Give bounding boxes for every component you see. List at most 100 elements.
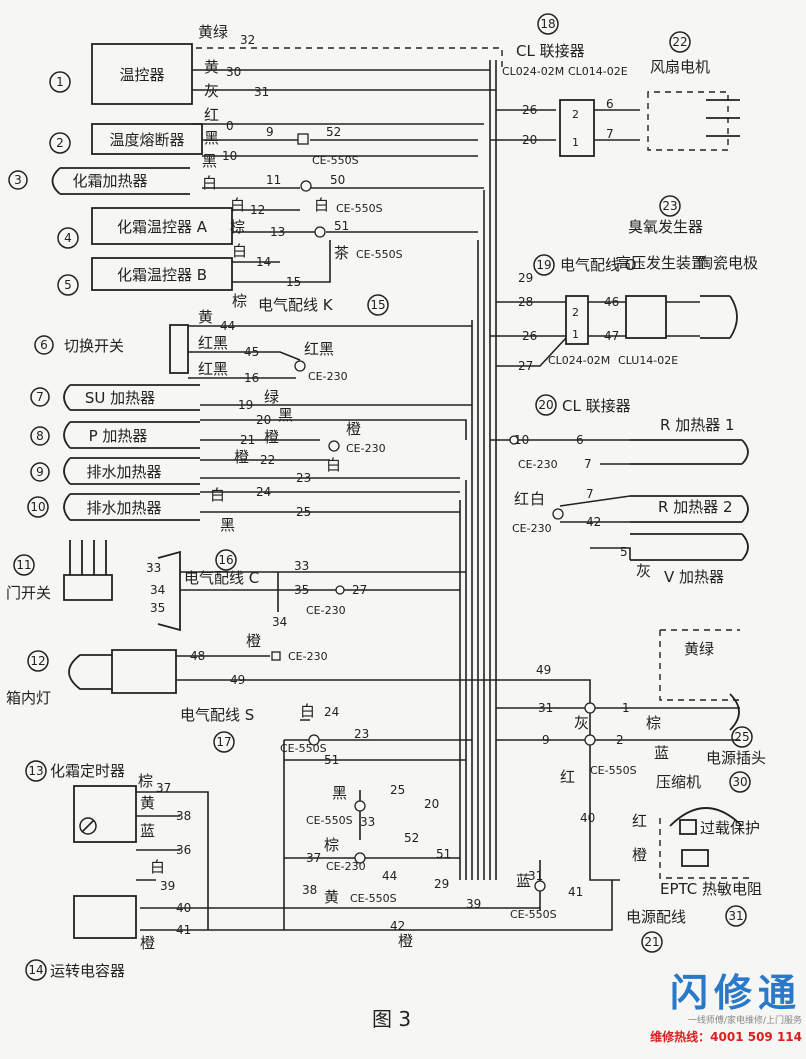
label-ce550s-black: CE-550S (306, 814, 353, 827)
marker-4-text: 4 (64, 231, 72, 245)
wire-no-31-b: 31 (528, 869, 543, 883)
marker-22-text: 22 (672, 35, 687, 49)
wire-no-38: 38 (176, 809, 191, 823)
marker-9-text: 9 (36, 465, 44, 479)
marker-19 (533, 254, 555, 276)
marker-16-text: 16 (218, 553, 233, 567)
drain-heater-1-shape (63, 457, 200, 485)
fan-motor-label: 风扇电机 (650, 58, 710, 76)
defrost-thermostat-a-box (91, 207, 233, 245)
wire-no-35: 35 (150, 601, 165, 615)
wire-no-44-s: 44 (382, 869, 397, 883)
wire-no-28: 28 (518, 295, 533, 309)
wire-no-11: 11 (266, 173, 281, 187)
wire-color-gray-v: 灰 (636, 562, 651, 580)
wire-color-brown-power: 棕 (646, 714, 661, 732)
wire-color-orange-splice: 橙 (346, 420, 361, 438)
wire-color-blue-power: 蓝 (654, 744, 669, 762)
interior-lamp-label: 箱内灯 (6, 689, 51, 707)
plug-ground-color: 黄绿 (684, 640, 714, 658)
wire-color-red-black-16: 红黑 (198, 360, 228, 378)
compressor-housing-dashed (659, 818, 750, 879)
wire-no-51-s: 51 (324, 753, 339, 767)
wire-color-white-14: 白 (232, 242, 247, 260)
ce230-splice-6 (552, 508, 564, 520)
ce230-splice-3 (335, 585, 345, 595)
marker-8-text: 8 (36, 429, 44, 443)
thermostat-wires (192, 69, 496, 157)
wire-no-20-s: 20 (424, 797, 439, 811)
timer-capacitor-wires (140, 719, 613, 931)
wire-no-41: 41 (176, 923, 191, 937)
marker-2 (49, 132, 71, 154)
label-ce550s-yellow: CE-550S (350, 892, 397, 905)
wire-color-gray-31: 灰 (204, 82, 219, 100)
wire-color-blue-36: 蓝 (140, 822, 155, 840)
wire-color-black-3: 黑 (202, 152, 217, 170)
wire-no-34: 34 (150, 583, 165, 597)
power-plug-label: 电源插头 (706, 749, 766, 767)
wire-no-52: 52 (326, 125, 341, 139)
wire-color-black-s: 黑 (332, 784, 347, 802)
fan-motor-wires (490, 109, 640, 141)
defrost-timer-label: 化霜定时器 (50, 762, 125, 780)
wire-no-6-top: 6 (606, 97, 614, 111)
thermal-fuse-box (91, 123, 203, 155)
fan-motor-outline (647, 91, 729, 151)
power-splice-blue (584, 734, 596, 746)
marker-14 (25, 959, 47, 981)
drain-heater-2-shape (63, 493, 200, 521)
wire-no-2-p: 2 (616, 733, 624, 747)
r-heater-wires (490, 439, 631, 560)
wire-color-tea: 茶 (334, 244, 349, 262)
thermal-fuse-label: 温度熔断器 (109, 131, 184, 149)
wire-color-gray-power: 灰 (574, 714, 589, 732)
defrost-timer-knob (79, 817, 97, 835)
wire-no-30: 30 (226, 65, 241, 79)
wire-no-52-s: 52 (404, 831, 419, 845)
wire-no-6-r: 6 (576, 433, 584, 447)
door-switch-wires (180, 571, 466, 612)
thermostat-label: 温控器 (119, 66, 164, 84)
wire-no-35-c: 35 (294, 583, 309, 597)
r-heater-1-label: R 加热器 1 (660, 416, 735, 434)
wire-color-black-9: 黑 (204, 129, 219, 147)
marker-30 (729, 771, 751, 793)
wire-no-41-s: 42 (390, 919, 405, 933)
wire-color-orange-21: 橙 (264, 428, 279, 446)
harness-o-pin1: 1 (572, 328, 579, 341)
wire-no-31-p: 31 (538, 701, 553, 715)
wire-no-39: 39 (160, 879, 175, 893)
marker-13-text: 13 (28, 764, 43, 778)
marker-31 (725, 905, 747, 927)
wire-no-36: 36 (176, 843, 191, 857)
marker-3 (8, 170, 28, 190)
defrost-timer-wires (136, 791, 209, 930)
wire-color-white-12: 白 (230, 196, 245, 214)
wire-no-10: 10 (222, 149, 237, 163)
overload-protector-box (679, 819, 697, 835)
ce230-splice-2 (328, 440, 340, 452)
wire-color-blue-split: 蓝 (516, 872, 531, 890)
label-ce230-4: CE-230 (288, 650, 328, 663)
harness-o-label: 电气配线 O (560, 256, 637, 274)
wire-color-brown-37: 棕 (138, 772, 153, 790)
marker-12-text: 12 (30, 654, 45, 668)
eptc-thermistor-label: EPTC 热敏电阻 (660, 880, 762, 898)
wire-no-7-r1: 7 (584, 457, 592, 471)
wire-no-40-s: 39 (466, 897, 481, 911)
marker-11-text: 11 (16, 558, 31, 572)
wire-color-white-3: 白 (202, 174, 217, 192)
harness-c-label: 电气配线 C (184, 569, 259, 587)
marker-21-text: 21 (644, 935, 659, 949)
door-switch-label: 门开关 (6, 584, 51, 602)
wire-no-47: 47 (604, 329, 619, 343)
wire-color-red-0: 红 (204, 106, 219, 124)
electrode-label: 陶瓷电极 (698, 254, 758, 272)
marker-22 (669, 31, 691, 53)
wire-no-10-r: 10 (514, 433, 529, 447)
marker-17 (213, 731, 235, 753)
harness-k-label: 电气配线 K (258, 296, 334, 314)
wire-no-49-r: 49 (536, 663, 551, 677)
